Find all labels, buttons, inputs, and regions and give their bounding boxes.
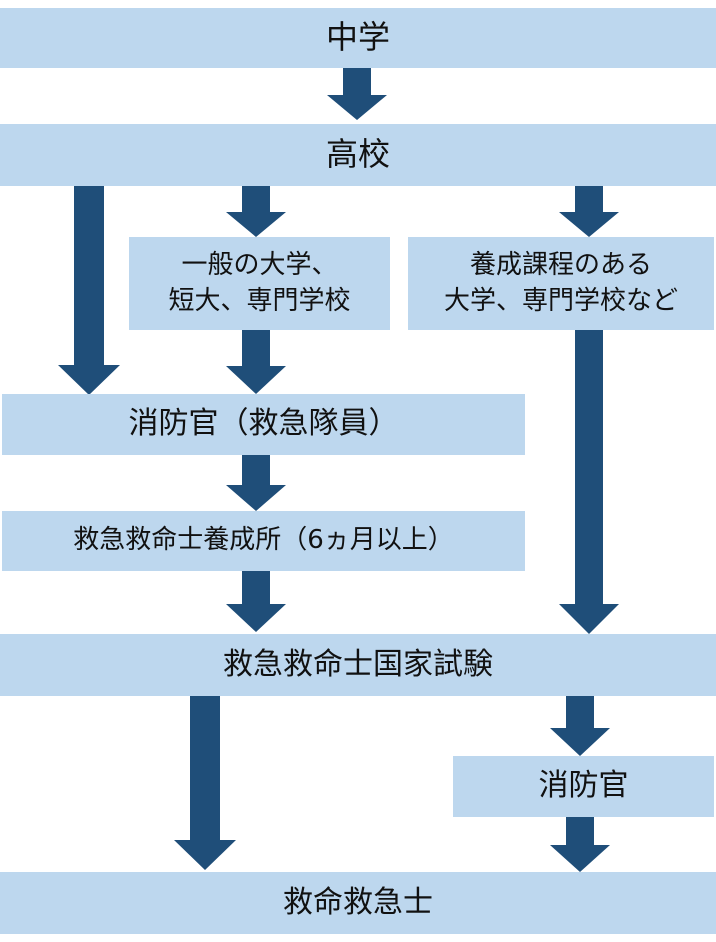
node-training-course: 養成課程のある 大学、専門学校など bbox=[408, 237, 714, 330]
node-national-exam: 救急救命士国家試験 bbox=[0, 634, 716, 696]
node-training-course-line2: 大学、専門学校など bbox=[443, 285, 678, 316]
node-training-course-line1: 養成課程のある bbox=[469, 250, 652, 281]
node-general-university: 一般の大学、 短大、専門学校 bbox=[129, 237, 390, 330]
node-national-exam-label: 救急救命士国家試験 bbox=[223, 646, 493, 682]
node-high-school: 高校 bbox=[0, 124, 716, 186]
arrow-general-university-to-firefighter-ems bbox=[226, 330, 286, 394]
node-high-school-label: 高校 bbox=[325, 135, 390, 174]
node-junior-high-label: 中学 bbox=[325, 18, 390, 57]
node-junior-high: 中学 bbox=[0, 8, 716, 68]
arrow-firefighter-ems-to-training-institute bbox=[226, 455, 286, 511]
arrow-junior-high-to-high-school bbox=[327, 68, 387, 120]
arrow-national-exam-to-paramedic bbox=[174, 696, 236, 870]
node-firefighter-label: 消防官 bbox=[538, 768, 629, 804]
arrow-high-school-to-firefighter-ems bbox=[58, 186, 120, 395]
arrow-training-course-to-national-exam bbox=[559, 330, 619, 634]
node-training-institute-label: 救急救命士養成所（6ヵ月以上） bbox=[73, 525, 454, 556]
node-training-institute: 救急救命士養成所（6ヵ月以上） bbox=[2, 511, 525, 571]
node-general-university-line2: 短大、専門学校 bbox=[168, 285, 351, 316]
node-paramedic: 救命救急士 bbox=[0, 872, 716, 934]
node-firefighter-ems: 消防官（救急隊員） bbox=[2, 394, 525, 455]
arrow-high-school-to-training-course bbox=[559, 186, 619, 237]
arrow-national-exam-to-firefighter bbox=[550, 696, 610, 756]
node-paramedic-label: 救命救急士 bbox=[283, 884, 433, 920]
arrow-firefighter-to-paramedic bbox=[550, 817, 610, 872]
node-firefighter: 消防官 bbox=[453, 756, 714, 817]
node-firefighter-ems-label: 消防官（救急隊員） bbox=[128, 406, 399, 442]
arrow-high-school-to-general-university bbox=[226, 186, 286, 237]
arrow-training-institute-to-national-exam bbox=[226, 571, 286, 632]
node-general-university-line1: 一般の大学、 bbox=[181, 250, 338, 281]
